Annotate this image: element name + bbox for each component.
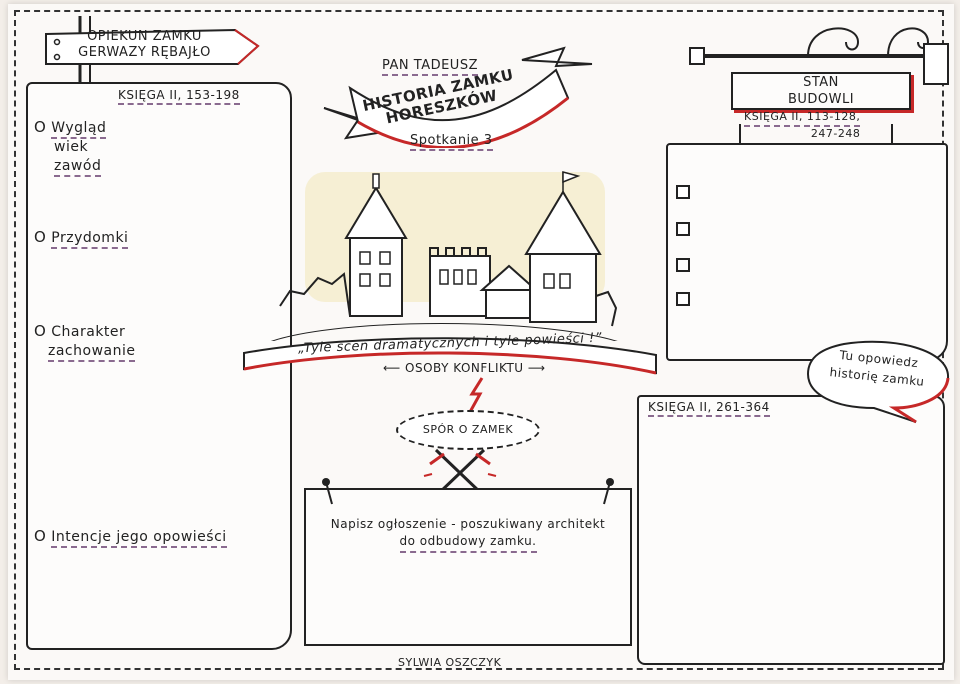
ad-instruction: Napisz ogłoszenie - poszukiwany architek…	[318, 516, 618, 553]
field-label-nicknames: Przydomki	[51, 230, 129, 249]
title-banner	[323, 46, 593, 148]
building-sign-line1: STAN	[803, 75, 839, 90]
checkbox-2[interactable]	[676, 222, 690, 236]
field-label-behavior: zachowanie	[48, 343, 136, 362]
pins-graphic	[322, 478, 614, 505]
building-status-panel	[666, 143, 948, 361]
building-source: KSIĘGA II, 113-128, 247-248	[744, 110, 861, 141]
building-source-line1: KSIĘGA II, 113-128,	[744, 110, 861, 127]
field-label-occupation: zawód	[54, 158, 102, 177]
signpost-text: OPIEKUN ZAMKU GERWAZY RĘBAJŁO	[62, 29, 227, 61]
author-signature: SYLWIA OSZCZYK	[398, 656, 502, 669]
book-title: PAN TADEUSZ	[382, 58, 478, 76]
signpost-line1: OPIEKUN ZAMKU	[87, 29, 202, 44]
checkbox-4[interactable]	[676, 292, 690, 306]
meeting-label: Spotkanie 3	[410, 133, 493, 151]
conflict-label: ⟵ OSOBY KONFLIKTU ⟶	[383, 361, 546, 375]
ad-line2: do odbudowy zamku.	[399, 533, 537, 553]
building-source-line2: 247-248	[810, 127, 861, 140]
field-label-appearance: Wygląd	[51, 120, 107, 139]
signpost-graphic	[45, 16, 260, 90]
conflict-label-text: OSOBY KONFLIKTU	[405, 361, 524, 375]
building-sign	[731, 72, 911, 110]
lightning-icon	[468, 377, 484, 413]
ad-box	[304, 488, 632, 646]
building-sign-text: STAN BUDOWLI	[731, 74, 911, 108]
field-label-age: wiek	[54, 139, 89, 155]
field-nicknames: O Przydomki	[34, 228, 129, 249]
speech-bubble	[806, 340, 950, 424]
castle-drawing	[270, 171, 618, 341]
field-intentions: O Intencje jego opowieści	[34, 527, 227, 548]
crossed-swords-icon	[423, 448, 497, 496]
dispute-oval: SPÓR O ZAMEK	[396, 410, 540, 450]
quote-banner	[243, 337, 657, 375]
checkbox-3[interactable]	[676, 258, 690, 272]
dispute-text: SPÓR O ZAMEK	[422, 423, 514, 436]
field-label-intentions: Intencje jego opowieści	[51, 529, 227, 548]
checkbox-1[interactable]	[676, 185, 690, 199]
field-label-character: Charakter	[51, 324, 126, 340]
ad-line1: Napisz ogłoszenie - poszukiwany architek…	[330, 517, 606, 531]
field-character: O Charakter zachowanie	[34, 322, 136, 362]
signpost-line2: GERWAZY RĘBAJŁO	[78, 45, 211, 60]
field-appearance: O Wygląd wiek zawód	[34, 118, 107, 177]
building-sign-line2: BUDOWLI	[787, 92, 855, 107]
character-source: KSIĘGA II, 153-198	[118, 88, 240, 105]
story-source: KSIĘGA II, 261-364	[648, 400, 770, 417]
castle-story-panel	[637, 395, 945, 665]
